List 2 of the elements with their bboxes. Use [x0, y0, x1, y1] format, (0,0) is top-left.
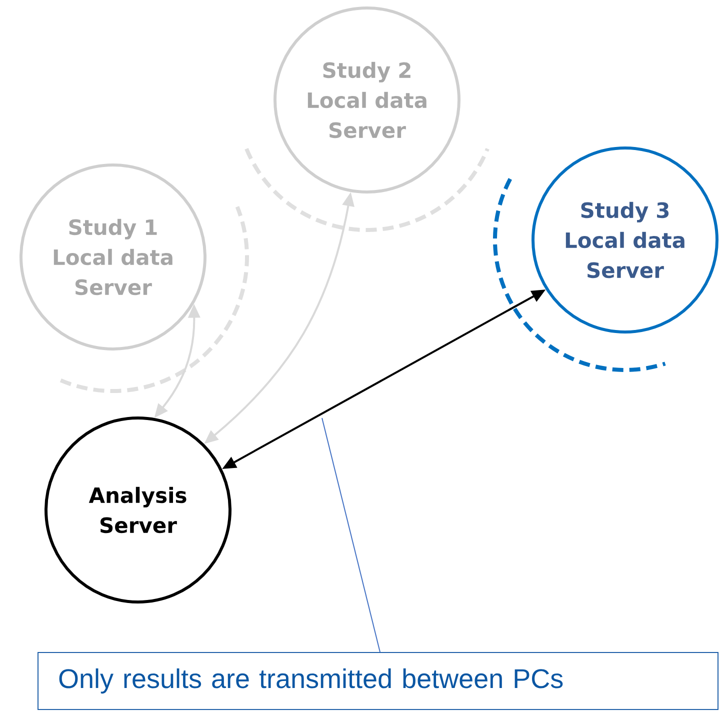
leader-line — [322, 418, 380, 652]
callout-box: Only results are transmitted between PCs — [38, 652, 718, 710]
